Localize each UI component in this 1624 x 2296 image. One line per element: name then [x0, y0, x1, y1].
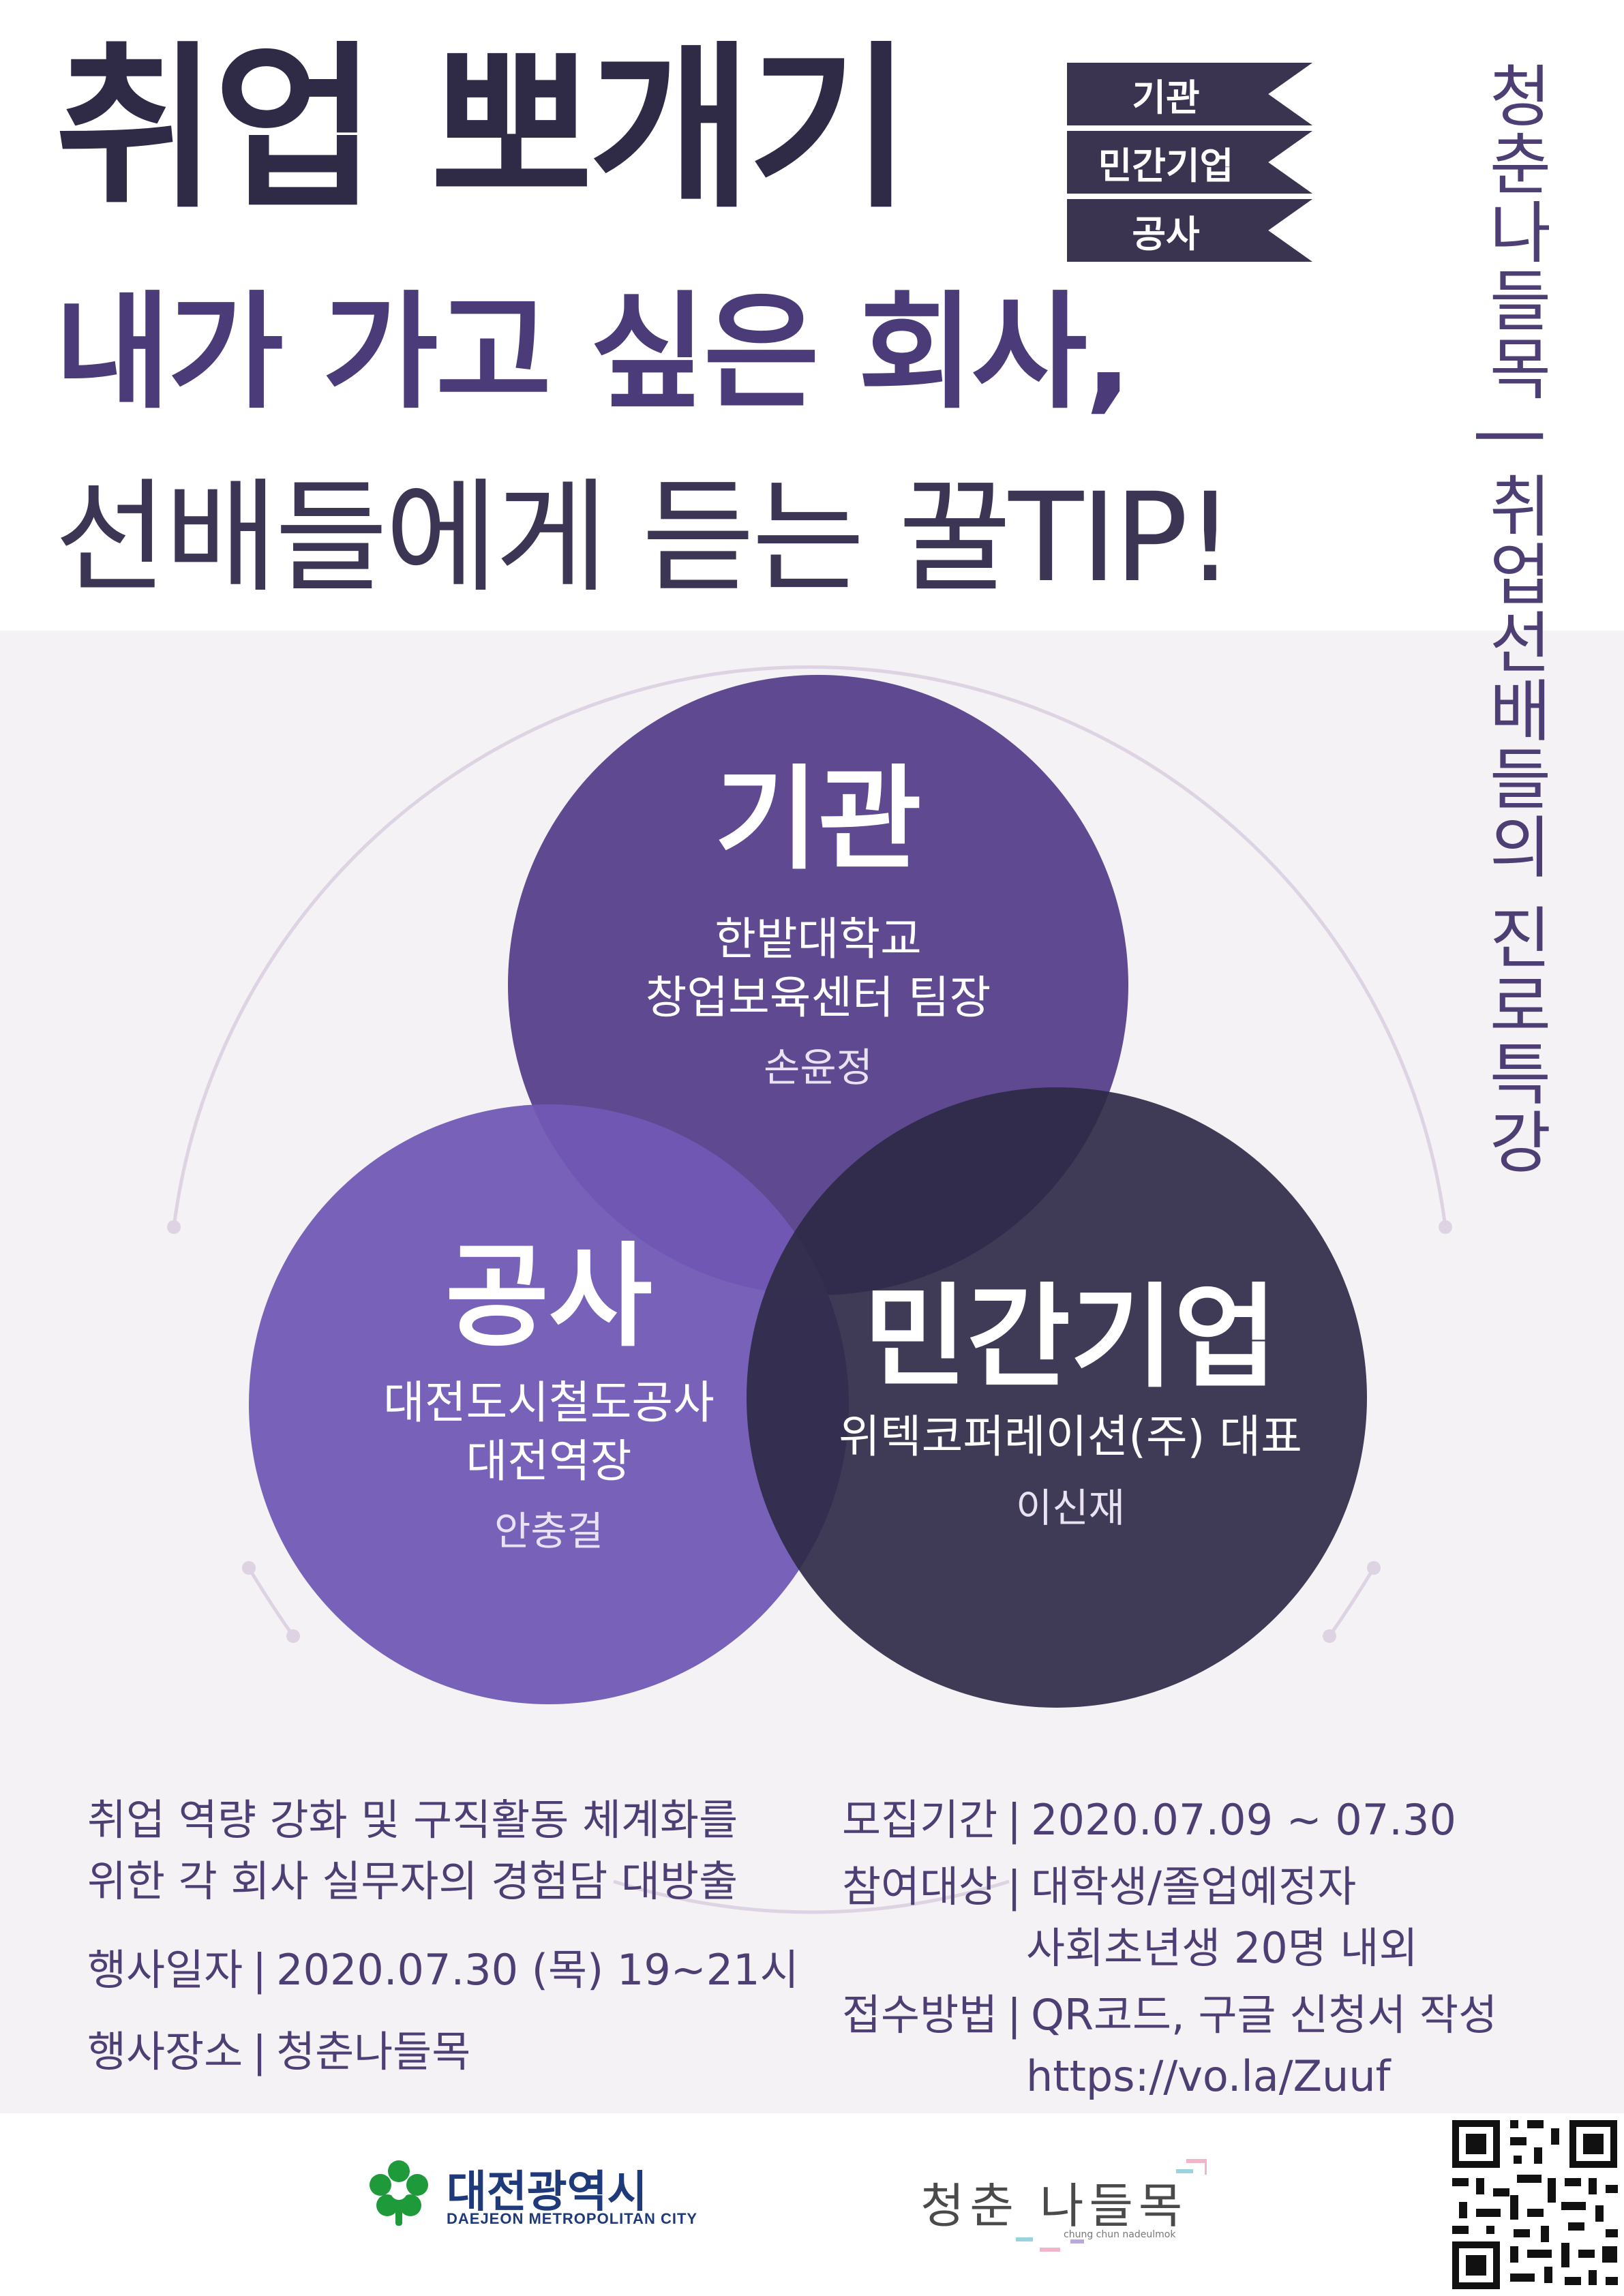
page-title: 취업 뽀개기	[55, 27, 912, 232]
daejeon-logo: 대전광역시 DAEJEON METROPOLITAN CITY	[361, 2154, 743, 2229]
circle-gigwan-org2: 창업보육센터 팀장	[645, 971, 991, 1024]
event-date-label: 행사일자	[87, 1944, 243, 1995]
chungchun-deco-icon	[1016, 2159, 1207, 2252]
apply-url[interactable]: https://vo.la/Zuuf	[1026, 2051, 1391, 2101]
circle-gongsa-org1: 대전도시철도공사	[383, 1376, 715, 1429]
event-place-value: 청춘나들목	[276, 2026, 471, 2076]
chungchun-name: 청춘 나들목	[920, 2178, 1188, 2234]
event-date: 행사일자|2020.07.30 (목) 19~21시	[87, 1939, 799, 2001]
inner-arc-bottom	[613, 1879, 1010, 1914]
circle-mingan-person: 이신재	[1015, 1484, 1126, 1531]
outer-arc	[172, 665, 1447, 1228]
decorative-arcs	[172, 665, 1447, 1914]
arc-right-small	[1327, 1567, 1376, 1637]
circle-mingan-title: 민간기업	[863, 1272, 1278, 1403]
chungchun-logo: 청춘 나들목 chung chun nadeulmok	[920, 2154, 1207, 2256]
event-place-label: 행사장소	[87, 2026, 243, 2076]
recruit-period-value: 2020.07.09 ~ 07.30	[1031, 1795, 1456, 1845]
event-date-value: 2020.07.30 (목) 19~21시	[276, 1944, 799, 1995]
circle-mingan-org1: 위텍코퍼레이션(주) 대표	[839, 1410, 1302, 1463]
circle-gongsa-person: 안충걸	[494, 1507, 604, 1554]
daejeon-emblem-icon	[370, 2160, 428, 2226]
arc-dots	[167, 1220, 1452, 1643]
separator: |	[1007, 1795, 1022, 1845]
separator: |	[252, 1944, 267, 1995]
circle-gigwan-content: 기관 한밭대학교 창업보육센터 팀장 손윤정	[614, 764, 1023, 1093]
circle-gigwan-title: 기관	[715, 754, 922, 885]
apply-value: QR코드, 구글 신청서 작성	[1031, 1989, 1498, 2040]
target-value1: 대학생/졸업예정자	[1031, 1861, 1357, 1912]
recruit-period: 모집기간|2020.07.09 ~ 07.30	[842, 1789, 1497, 1851]
target-value2: 사회초년생 20명 내외	[1026, 1922, 1418, 1973]
arc-left-small	[247, 1567, 295, 1637]
circle-mingan	[747, 1087, 1367, 1708]
chungchun-en: chung chun nadeulmok	[1064, 2229, 1176, 2240]
circle-gongsa-content: 공사 대전도시철도공사 대전역장 안충걸	[344, 1241, 753, 1556]
circle-gigwan-org1: 한밭대학교	[715, 913, 922, 965]
apply-label: 접수방법	[842, 1989, 998, 2040]
circle-gongsa-title: 공사	[445, 1231, 652, 1362]
circle-gongsa-org2: 대전역장	[466, 1434, 632, 1487]
circle-gongsa	[249, 1104, 849, 1704]
qr-code[interactable]	[1445, 2113, 1624, 2296]
footer	[0, 2113, 1624, 2296]
info-left: 취업 역량 강화 및 구직활동 체계화를 위한 각 회사 실무자의 경험담 대방…	[87, 1789, 799, 2083]
daejeon-name: 대전광역시	[447, 2167, 648, 2216]
circle-gigwan-person: 손윤정	[763, 1044, 873, 1091]
desc-line1: 취업 역량 강화 및 구직활동 체계화를	[87, 1795, 738, 1845]
subtitle-line2: 선배들에게 듣는 꿀TIP!	[55, 467, 1235, 609]
vertical-banner: 청춘나들목 | 취업선배들의 진로특강	[1466, 61, 1568, 1186]
apply-method: 접수방법|QR코드, 구글 신청서 작성	[842, 1984, 1497, 2046]
vertical-banner-text: 청춘나들목 | 취업선배들의 진로특강	[1475, 61, 1553, 1176]
separator: |	[1007, 1861, 1022, 1912]
separator: |	[252, 2026, 267, 2076]
subtitle-line1: 내가 가고 싶은 회사,	[55, 279, 1132, 426]
circle-mingan-content: 민간기업 위텍코퍼레이션(주) 대표 이신재	[811, 1282, 1329, 1533]
target: 참여대상|대학생/졸업예정자	[842, 1856, 1497, 1918]
separator: |	[1007, 1989, 1022, 2040]
daejeon-en: DAEJEON METROPOLITAN CITY	[447, 2210, 698, 2227]
event-place: 행사장소|청춘나들목	[87, 2021, 799, 2083]
target-label: 참여대상	[842, 1861, 998, 1912]
recruit-period-label: 모집기간	[842, 1795, 998, 1845]
desc-line2: 위한 각 회사 실무자의 경험담 대방출	[87, 1856, 738, 1906]
info-right: 모집기간|2020.07.09 ~ 07.30 참여대상|대학생/졸업예정자 사…	[842, 1789, 1497, 2106]
